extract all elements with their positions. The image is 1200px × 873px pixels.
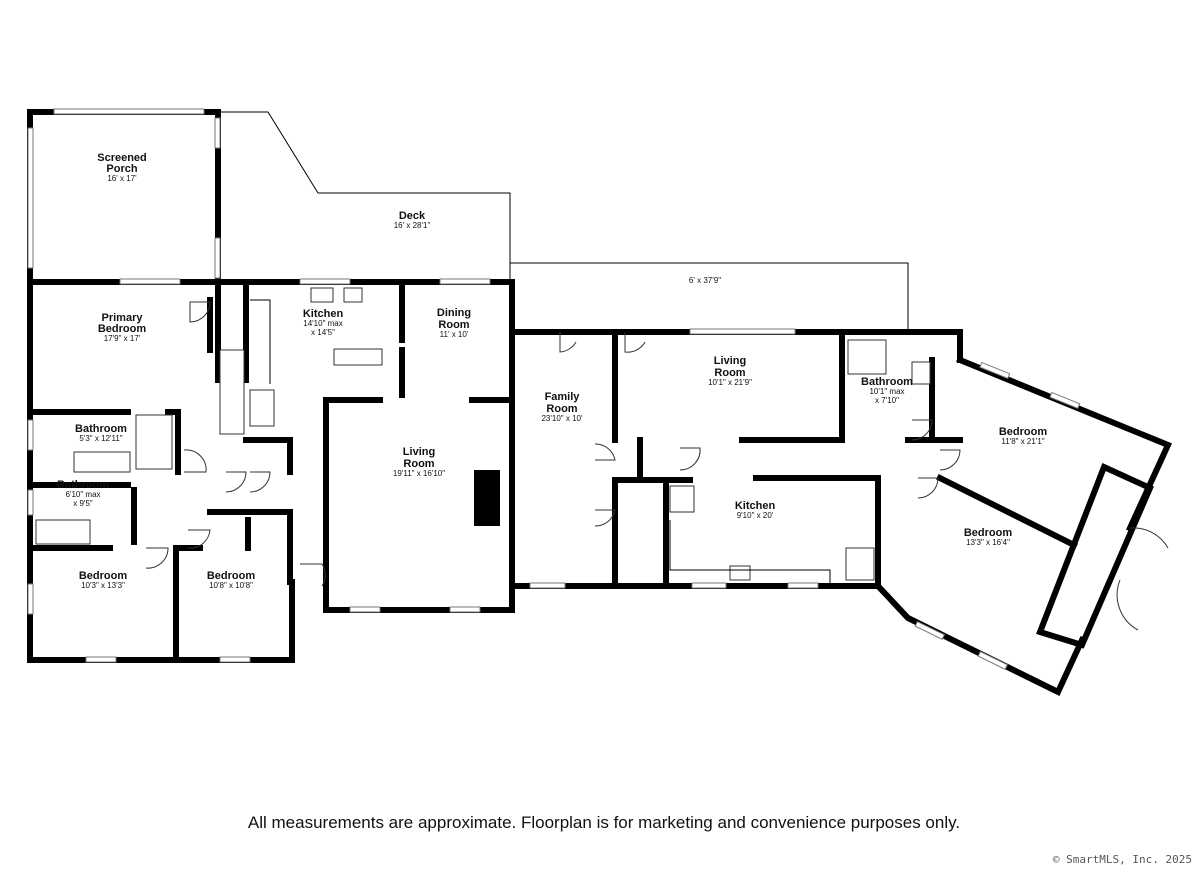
svg-text:Bathroom: Bathroom xyxy=(75,423,127,435)
room-screened-porch: Screened Porch 16' x 17' xyxy=(97,152,147,183)
room-bedroom-sw2: Bedroom 10'8" x 10'8" xyxy=(207,570,256,590)
svg-text:Bedroom: Bedroom xyxy=(999,426,1048,438)
svg-text:Deck: Deck xyxy=(399,210,426,222)
svg-text:Bathroom: Bathroom xyxy=(861,376,913,388)
sink-3 xyxy=(911,361,931,385)
svg-text:Bedroom: Bedroom xyxy=(207,570,256,582)
bathtub xyxy=(35,519,91,545)
appliance-east-2 xyxy=(845,547,875,581)
shower-1 xyxy=(135,414,173,470)
svg-text:Room: Room xyxy=(714,367,745,379)
svg-text:17'9" x 17': 17'9" x 17' xyxy=(104,334,141,343)
room-primary-bedroom: Primary Bedroom 17'9" x 17' xyxy=(98,312,147,343)
svg-text:Bedroom: Bedroom xyxy=(98,323,147,335)
room-bedroom-sw1: Bedroom 10'3" x 13'3" xyxy=(79,570,128,590)
room-deck: Deck 16' x 28'1" xyxy=(394,210,431,230)
svg-text:Bathroom: Bathroom xyxy=(57,479,109,491)
svg-text:6'10" max: 6'10" max xyxy=(65,490,100,499)
fireplace xyxy=(474,470,500,526)
svg-text:14'10" max: 14'10" max xyxy=(303,319,343,328)
shower-3 xyxy=(847,339,887,375)
svg-text:11' x 10': 11' x 10' xyxy=(440,330,469,339)
svg-text:Bedroom: Bedroom xyxy=(964,527,1013,539)
room-deck-east: 6' x 37'9" xyxy=(689,276,721,285)
appliance-west xyxy=(249,389,275,427)
svg-text:5'3" x 12'11": 5'3" x 12'11" xyxy=(79,434,122,443)
svg-text:x 7'10": x 7'10" xyxy=(875,396,899,405)
disclaimer-text: All measurements are approximate. Floorp… xyxy=(247,813,961,832)
svg-text:Kitchen: Kitchen xyxy=(735,500,776,512)
svg-text:23'10" x 10': 23'10" x 10' xyxy=(541,414,583,423)
svg-text:x 14'5": x 14'5" xyxy=(311,328,335,337)
svg-text:11'8" x 21'1": 11'8" x 21'1" xyxy=(1001,437,1044,446)
svg-text:Room: Room xyxy=(403,458,434,470)
svg-text:10'8" x 10'8": 10'8" x 10'8" xyxy=(209,581,253,590)
svg-text:19'11" x 16'10": 19'11" x 16'10" xyxy=(393,469,445,478)
kitchen-sink-west xyxy=(310,287,334,303)
range-west xyxy=(343,287,363,303)
room-bathroom-3: Bathroom 10'1" max x 7'10" xyxy=(861,376,913,405)
svg-text:Screened: Screened xyxy=(97,152,147,164)
svg-text:Living: Living xyxy=(714,355,746,367)
room-kitchen-east: Kitchen 9'10" x 20' xyxy=(735,500,776,520)
svg-text:Living: Living xyxy=(403,446,435,458)
room-living-room-west: Living Room 19'11" x 16'10" xyxy=(393,446,445,478)
svg-text:13'3" x 16'4": 13'3" x 16'4" xyxy=(966,538,1010,547)
svg-text:16' x 28'1": 16' x 28'1" xyxy=(394,221,431,230)
staircase xyxy=(219,349,245,435)
svg-text:x 9'5": x 9'5" xyxy=(73,499,93,508)
svg-text:Porch: Porch xyxy=(106,163,137,175)
svg-text:Room: Room xyxy=(546,403,577,415)
room-bedroom-se: Bedroom 13'3" x 16'4" xyxy=(964,527,1013,547)
svg-text:Bedroom: Bedroom xyxy=(79,570,128,582)
room-bathroom-1: Bathroom 5'3" x 12'11" xyxy=(75,423,127,443)
svg-text:10'3" x 13'3": 10'3" x 13'3" xyxy=(81,581,125,590)
svg-text:Family: Family xyxy=(545,391,581,403)
room-family-room: Family Room 23'10" x 10' xyxy=(541,391,583,423)
copyright-text: © SmartMLS, Inc. 2025 xyxy=(1052,853,1192,866)
svg-text:Room: Room xyxy=(438,319,469,331)
kitchen-island xyxy=(333,348,383,366)
windows xyxy=(27,108,1081,670)
fixtures xyxy=(35,287,931,586)
doors xyxy=(145,301,1169,631)
room-living-room-east: Living Room 10'1" x 21'9" xyxy=(708,355,752,387)
room-dining-room: Dining Room 11' x 10' xyxy=(437,307,471,339)
walls xyxy=(27,109,1173,697)
room-kitchen-west: Kitchen 14'10" max x 14'5" xyxy=(303,308,344,337)
svg-text:16' x 17': 16' x 17' xyxy=(107,174,137,183)
svg-text:Kitchen: Kitchen xyxy=(303,308,344,320)
svg-text:Primary: Primary xyxy=(102,312,144,324)
svg-text:6' x 37'9": 6' x 37'9" xyxy=(689,276,721,285)
deck-outline xyxy=(218,111,909,330)
svg-text:10'1" x 21'9": 10'1" x 21'9" xyxy=(708,378,752,387)
room-bathroom-2: Bathroom 6'10" max x 9'5" xyxy=(57,479,109,508)
kitchen-sink-east xyxy=(729,565,751,581)
svg-text:10'1" max: 10'1" max xyxy=(869,387,904,396)
svg-text:Dining: Dining xyxy=(437,307,471,319)
svg-text:9'10" x 20': 9'10" x 20' xyxy=(737,511,774,520)
vanity-1 xyxy=(73,451,131,473)
appliance-east xyxy=(669,485,695,513)
room-bedroom-ne: Bedroom 11'8" x 21'1" xyxy=(999,426,1048,446)
